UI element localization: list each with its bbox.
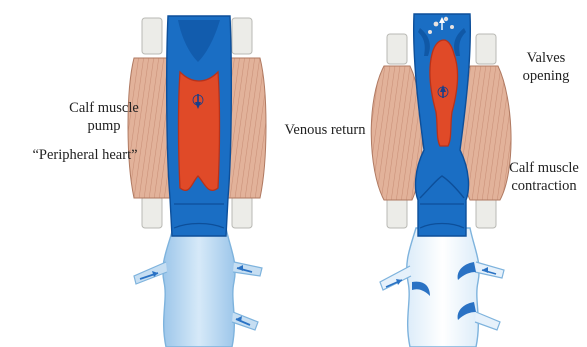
peripheral-heart-label: “Peripheral heart” [0,146,170,164]
left-deep-vein [167,16,232,236]
valves-opening-line1: Valves [506,49,586,67]
left-lower-vein [134,228,262,347]
calf-muscle-contraction-label: Calf muscle contraction [501,159,587,195]
venous-return-label: Venous return [266,121,384,139]
calf-muscle-pump-label: Calf muscle pump [44,99,164,135]
calf-contraction-line2: contraction [501,177,587,195]
calf-contraction-line1: Calf muscle [501,159,587,177]
calf-muscle-pump-line2: pump [44,117,164,135]
valves-opening-line2: opening [506,67,586,85]
right-diagram [371,14,511,347]
valves-opening-label: Valves opening [506,49,586,85]
left-diagram [128,16,266,347]
right-deep-vein [414,14,471,236]
right-lower-vein [380,228,504,347]
calf-muscle-pump-line1: Calf muscle [44,99,164,117]
